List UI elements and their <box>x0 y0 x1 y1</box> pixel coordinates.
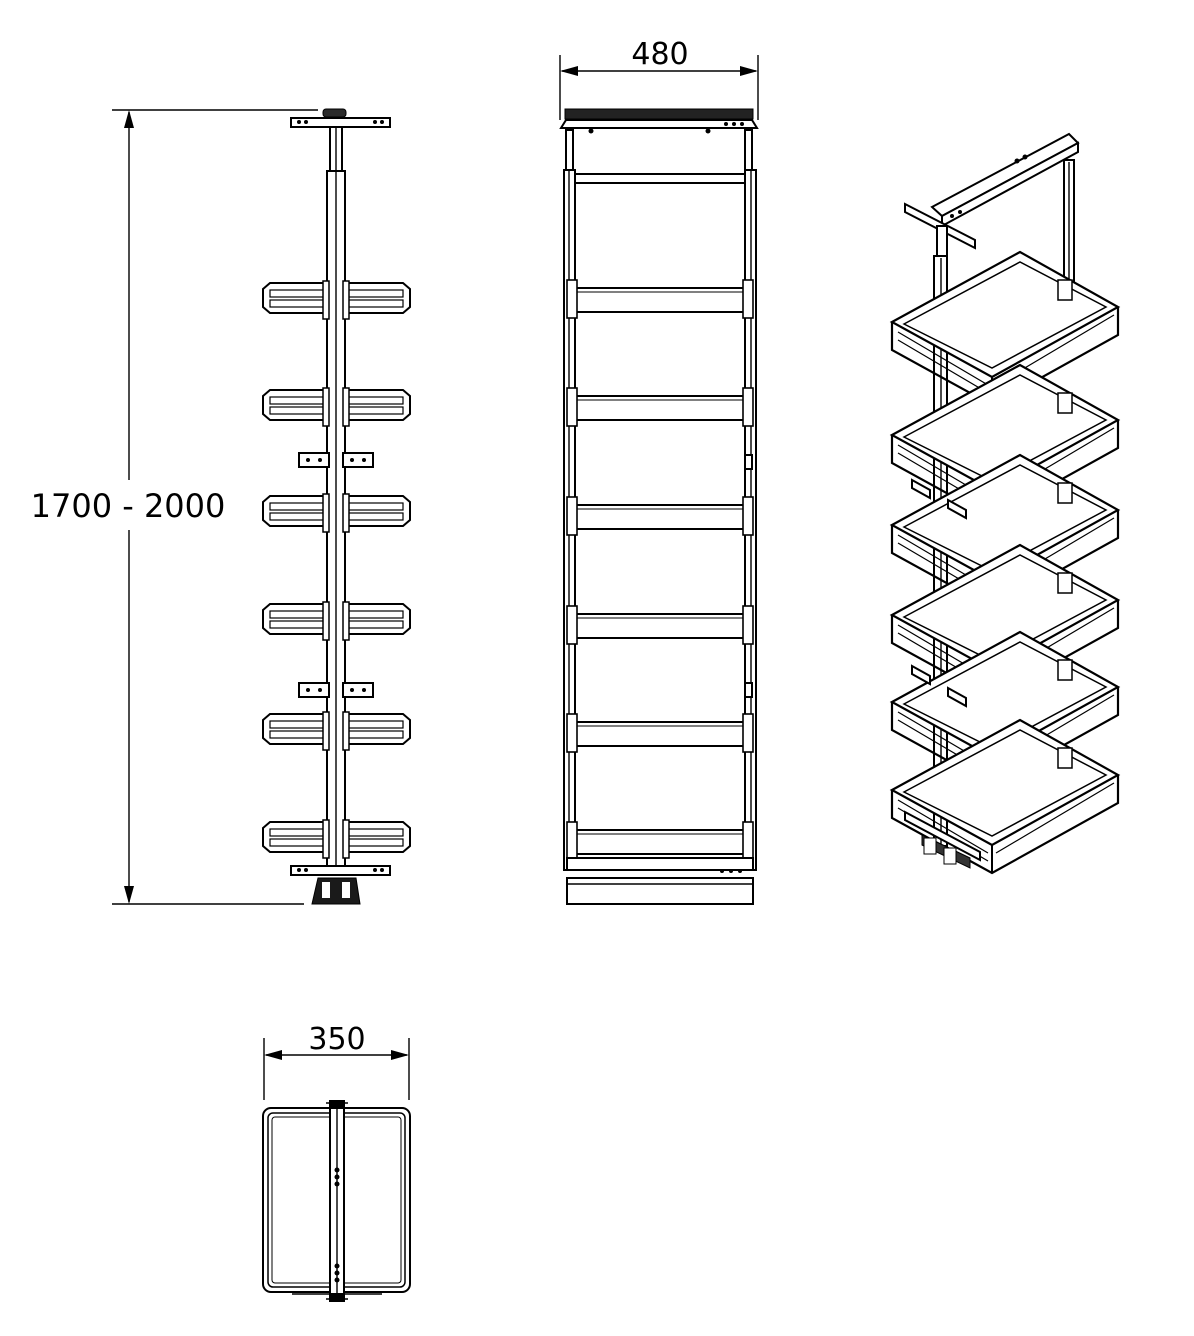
depth-dimension: 350 <box>263 1022 410 1100</box>
height-dimension-label: 1700 - 2000 <box>31 487 226 525</box>
side-view <box>262 108 411 905</box>
front-shelf <box>566 821 754 861</box>
side-shelf <box>262 601 411 641</box>
height-dimension: 1700 - 2000 <box>31 109 318 905</box>
front-shelf <box>566 387 754 427</box>
side-bracket-1 <box>298 452 374 468</box>
perspective-view <box>889 132 1121 875</box>
top-view <box>262 1100 411 1302</box>
perspective-baskets <box>889 250 1121 875</box>
perspective-basket <box>889 250 1121 407</box>
width-dimension: 480 <box>559 37 759 120</box>
perspective-basket <box>889 543 1121 700</box>
side-shelf <box>262 711 411 751</box>
front-view <box>559 108 759 905</box>
width-dimension-label: 480 <box>631 37 688 72</box>
side-shelf <box>262 387 411 427</box>
front-shelf <box>566 605 754 645</box>
perspective-basket <box>889 453 1121 610</box>
side-shelves <box>262 280 411 859</box>
side-shelf <box>262 493 411 533</box>
front-shelf <box>566 279 754 319</box>
front-shelf <box>566 496 754 536</box>
side-shelf <box>262 819 411 859</box>
front-shelves <box>566 279 754 861</box>
top-view-holes-lower <box>334 1263 340 1283</box>
top-view-holes-upper <box>334 1167 340 1187</box>
side-shelf <box>262 280 411 320</box>
depth-dimension-label: 350 <box>308 1022 365 1057</box>
front-shelf <box>566 713 754 753</box>
side-bracket-2 <box>298 682 374 698</box>
perspective-basket <box>889 718 1121 875</box>
